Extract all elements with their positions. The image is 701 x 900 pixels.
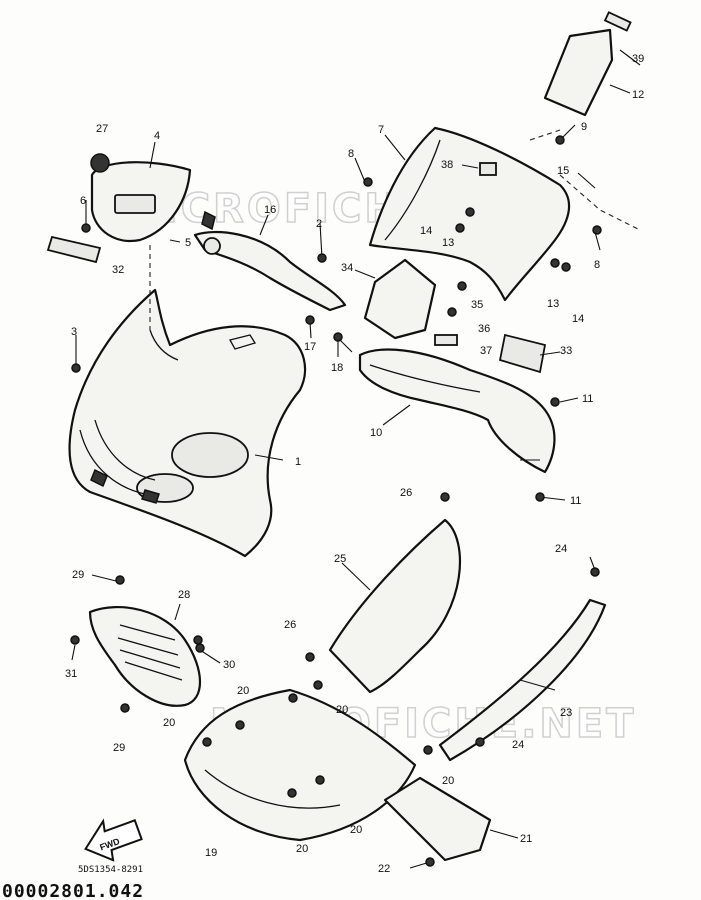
callout-37: 37 bbox=[480, 345, 492, 357]
callout-1: 1 bbox=[295, 456, 301, 468]
callout-26b: 26 bbox=[284, 619, 296, 631]
callout-29a: 29 bbox=[72, 569, 84, 581]
diagram-code: 5DS1354-8291 bbox=[78, 865, 143, 875]
callout-38: 38 bbox=[441, 159, 453, 171]
callout-23: 23 bbox=[560, 707, 572, 719]
callout-24b: 24 bbox=[512, 739, 524, 751]
callout-30: 30 bbox=[223, 659, 235, 671]
callout-28: 28 bbox=[178, 589, 190, 601]
part-lens bbox=[46, 235, 102, 264]
part-upper-cover bbox=[543, 28, 614, 117]
callout-3: 3 bbox=[71, 326, 77, 338]
part-box bbox=[363, 258, 437, 340]
callout-31: 31 bbox=[65, 668, 77, 680]
callout-18: 18 bbox=[331, 362, 343, 374]
part-front-cowling bbox=[68, 288, 307, 558]
part-lower-bracket bbox=[383, 776, 492, 862]
callout-25: 25 bbox=[334, 553, 346, 565]
callout-14a: 14 bbox=[420, 225, 432, 237]
callout-13b: 13 bbox=[547, 298, 559, 310]
callout-10: 10 bbox=[370, 427, 382, 439]
part-pad bbox=[434, 334, 458, 346]
callout-11a: 11 bbox=[582, 393, 593, 405]
callout-9: 9 bbox=[581, 121, 587, 133]
callout-22: 22 bbox=[378, 863, 390, 875]
callout-8a: 8 bbox=[348, 148, 354, 160]
callout-19: 19 bbox=[205, 847, 217, 859]
callout-20d: 20 bbox=[350, 824, 362, 836]
callout-39: 39 bbox=[632, 53, 644, 65]
leader-lines bbox=[71, 49, 641, 869]
part-bracket bbox=[193, 210, 347, 312]
part-headlight-housing bbox=[90, 153, 192, 243]
callout-2: 2 bbox=[316, 218, 322, 230]
fasteners bbox=[70, 135, 602, 867]
callout-24a: 24 bbox=[555, 543, 567, 555]
part-lower-panel bbox=[358, 348, 556, 474]
part-side-panel bbox=[328, 518, 462, 694]
callout-20c: 20 bbox=[163, 717, 175, 729]
callout-labels: 1 2 3 4 5 6 7 8 8 9 10 11 11 12 13 13 14… bbox=[65, 53, 644, 875]
part-cap bbox=[603, 11, 632, 32]
callout-29b: 29 bbox=[113, 742, 125, 754]
callout-35: 35 bbox=[471, 299, 483, 311]
callout-15: 15 bbox=[557, 165, 569, 177]
callout-36: 36 bbox=[478, 323, 490, 335]
callout-13a: 13 bbox=[442, 237, 454, 249]
callout-8b: 8 bbox=[594, 259, 600, 271]
callout-11b: 11 bbox=[570, 495, 581, 507]
callout-20a: 20 bbox=[237, 685, 249, 697]
reference-code: 00002801.042 bbox=[2, 881, 144, 900]
fwd-arrow-icon: FWD bbox=[84, 818, 143, 862]
callout-26a: 26 bbox=[400, 487, 412, 499]
callout-12: 12 bbox=[632, 89, 644, 101]
callout-32: 32 bbox=[112, 264, 124, 276]
callout-6: 6 bbox=[80, 195, 86, 207]
callout-17: 17 bbox=[304, 341, 316, 353]
callout-27: 27 bbox=[96, 123, 108, 135]
callout-7: 7 bbox=[378, 124, 384, 136]
callout-33: 33 bbox=[560, 345, 572, 357]
part-sheet bbox=[498, 333, 547, 374]
part-grille bbox=[88, 605, 202, 707]
callout-5: 5 bbox=[185, 237, 191, 249]
callout-34: 34 bbox=[341, 262, 353, 274]
callout-21: 21 bbox=[520, 833, 532, 845]
callout-14b: 14 bbox=[572, 313, 584, 325]
callout-20f: 20 bbox=[442, 775, 454, 787]
callout-4: 4 bbox=[154, 130, 160, 142]
callout-20e: 20 bbox=[296, 843, 308, 855]
callout-20b: 20 bbox=[336, 704, 348, 716]
callout-16: 16 bbox=[264, 204, 276, 216]
part-long-cover bbox=[438, 598, 607, 762]
